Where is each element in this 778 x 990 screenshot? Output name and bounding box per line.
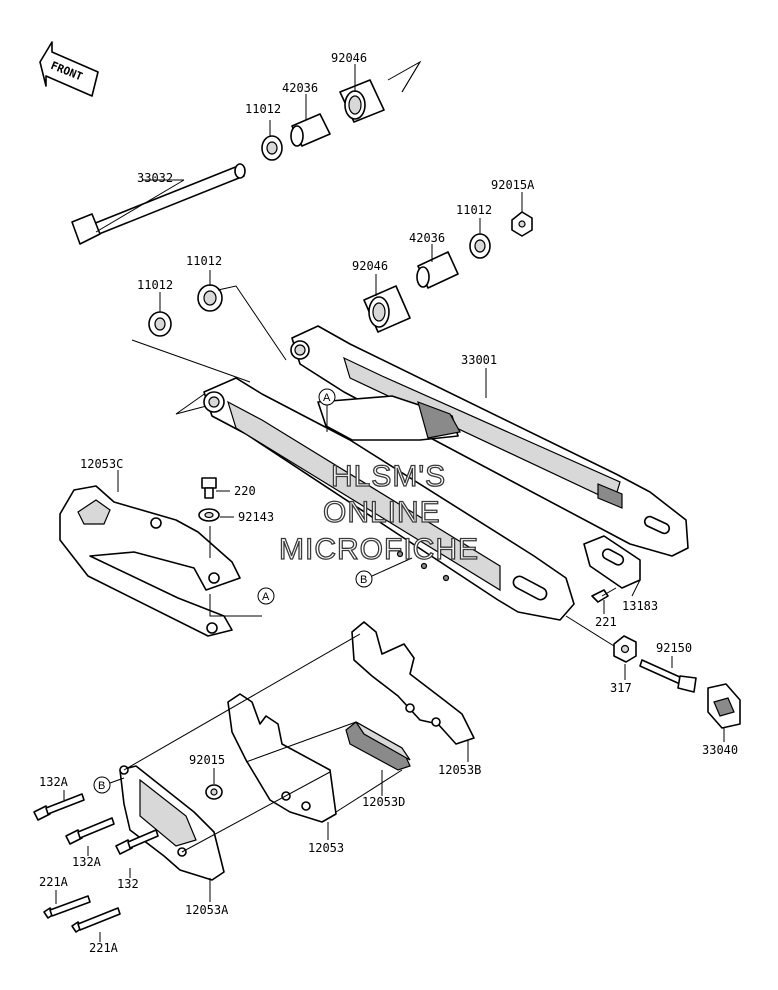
label-33040: 33040 [702,743,738,757]
svg-text:B: B [360,574,367,586]
label-11012-left: 11012 [137,278,173,292]
label-13183: 13183 [622,599,658,613]
label-33001: 33001 [461,353,497,367]
ref-circle-B-upper: B [355,557,413,588]
watermark-line2: ONLINE [323,496,441,529]
front-arrow-icon: FRONT [39,41,99,97]
block-33040 [707,683,741,729]
label-42036-top: 42036 [282,81,318,95]
bolt-132A-top [33,793,85,821]
bearing-92046-right [363,285,411,333]
label-33032: 33032 [137,171,173,185]
watermark-line3: MICROFICHE [279,533,479,566]
label-221A-bottom: 221A [89,941,119,955]
chain-guide-12053B [351,621,475,745]
bolt-221A-bottom [71,907,121,933]
label-220: 220 [234,484,256,498]
label-11012-right: 11012 [456,203,492,217]
svg-text:B: B [98,780,105,792]
collar-42036-top [290,113,331,147]
label-12053: 12053 [308,841,344,855]
bolt-132 [115,829,159,855]
bolt-220 [201,477,217,499]
watermark: HLSM'S ONLINE MICROFICHE [278,459,479,566]
washer-92143 [198,508,220,522]
ref-circle-A-lower: A [257,587,275,605]
label-92150: 92150 [656,641,692,655]
bolt-132A-bottom [65,817,115,845]
label-12053A: 12053A [185,903,229,917]
nut-92015A [511,211,533,237]
label-42036-right: 42036 [409,231,445,245]
label-92046-right: 92046 [352,259,388,273]
label-132A-top: 132A [39,775,69,789]
chain-guide-12053 [227,693,337,823]
seal-11012-top [261,135,283,161]
label-11012-mid: 11012 [186,254,222,268]
bolt-92150 [639,659,697,693]
swingarm-33001 [203,325,689,621]
svg-text:A: A [323,392,331,404]
nut-317 [613,635,637,663]
ref-circle-A-upper: A [318,388,336,432]
label-132A-bottom: 132A [72,855,102,869]
slider-12053D [345,721,411,771]
collar-42036-right [416,251,459,289]
guard-plate-12053A [119,765,225,881]
label-12053C: 12053C [80,457,123,471]
label-132: 132 [117,877,139,891]
label-92015A: 92015A [491,178,535,192]
label-317: 317 [610,681,632,695]
bolt-221A-top [43,895,91,919]
ref-circle-B-lower: B [93,776,125,794]
screw-221 [591,587,617,603]
watermark-line1: HLSM'S [331,460,446,493]
label-221: 221 [595,615,617,629]
leader-lines [55,64,725,942]
label-92046-top: 92046 [331,51,367,65]
seal-11012-mid [197,284,223,312]
label-92015: 92015 [189,753,225,767]
chain-guide-12053C [59,485,241,637]
bearing-92046-top [339,79,385,123]
label-221A-top: 221A [39,875,69,889]
label-12053D: 12053D [362,795,405,809]
svg-text:A: A [262,591,270,603]
seal-11012-left [148,311,172,337]
axle-33032 [71,163,246,245]
seal-11012-right [469,233,491,259]
nut-92015 [205,784,223,800]
label-11012-top: 11012 [245,102,281,116]
label-12053B: 12053B [438,763,481,777]
label-92143: 92143 [238,510,274,524]
